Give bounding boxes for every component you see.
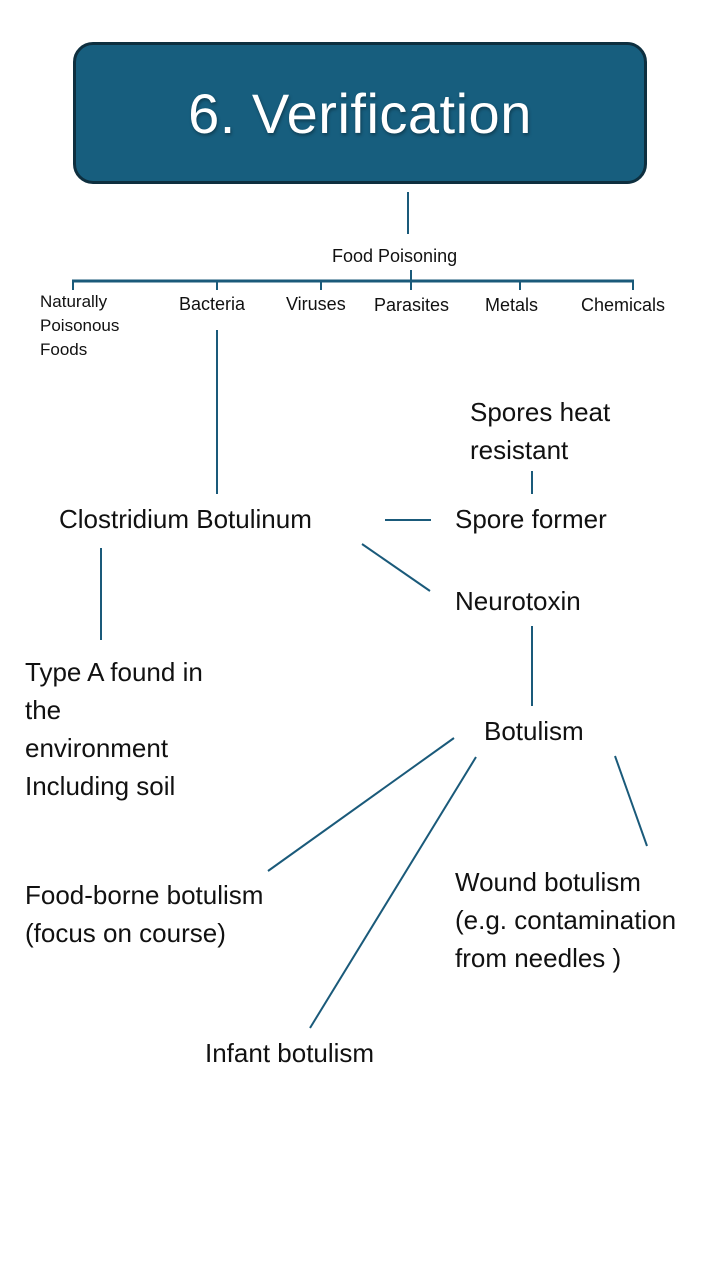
node-type-a: Type A found in the environment Includin… [25,657,203,801]
botulism-to-wound-line [614,755,648,847]
node-spores-heat-resistant: Spores heat resistant [470,397,611,465]
category-viruses: Viruses [286,294,346,314]
category-metals: Metals [485,295,539,315]
category-chemicals: Chemicals [581,295,666,315]
node-botulism: Botulism [484,716,584,746]
botulism-to-infant-line [309,756,477,1029]
clostridium-to-neurotoxin-line [361,543,431,592]
node-infant-botulism: Infant botulism [205,1038,375,1068]
node-spore-former: Spore former [455,504,607,534]
title-box: 6. Verification [73,42,647,184]
node-wound-botulism: Wound botulism (e.g. contamination from … [455,867,677,973]
node-clostridium-botulinum: Clostridium Botulinum [59,504,312,534]
category-parasites: Parasites [374,295,450,315]
botulism-to-foodborne-line [267,737,455,872]
node-food-borne-botulism: Food-borne botulism (focus on course) [25,880,264,948]
category-naturally-poisonous-foods: Naturally Poisonous Foods [40,292,120,359]
page-title: 6. Verification [188,81,532,145]
node-neurotoxin: Neurotoxin [455,586,581,616]
food-poisoning-label: Food Poisoning [332,246,458,266]
category-bacteria: Bacteria [179,294,246,314]
